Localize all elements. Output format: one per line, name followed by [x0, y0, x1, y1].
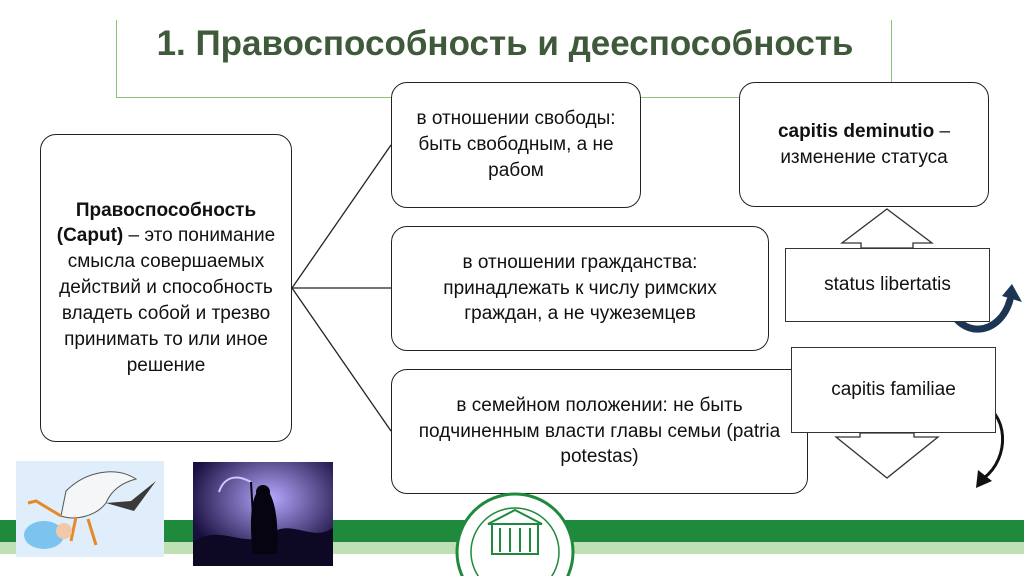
status-libertatis-text: status libertatis: [824, 274, 951, 295]
down-arrow-familiae: [834, 432, 940, 479]
connector-to-freedom: [291, 144, 392, 289]
up-arrow-libertatis: [840, 208, 934, 249]
capitis-familiae-box: capitis familiae: [791, 347, 996, 433]
slide-title: 1. Правоспособность и дееспособность: [156, 24, 854, 63]
curved-arrow-familiae-head: [976, 470, 992, 488]
status-libertatis-box: status libertatis: [785, 248, 990, 322]
freedom-box: в отношении свободы: быть свободным, а н…: [391, 82, 641, 208]
reaper-image: [193, 462, 333, 566]
legal-capacity-box: Правоспособность (Caput) – это понимание…: [40, 134, 292, 442]
legal-capacity-term: Правоспособность (Caput): [56, 199, 257, 247]
curved-arrow-libertatis-head: [1002, 284, 1022, 302]
citizenship-box: в отношении гражданства: принадлежать к …: [391, 226, 769, 351]
family-text: в семейном положении: не быть подчиненны…: [418, 394, 781, 468]
freedom-text: в отношении свободы: быть свободным, а н…: [416, 108, 616, 181]
university-seal-logo: [452, 490, 578, 581]
legal-capacity-definition: – это понимание смысла совершаемых дейст…: [59, 225, 276, 376]
capitis-deminutio-definition: – изменение статуса: [780, 120, 951, 168]
stork-image: [16, 461, 164, 557]
capitis-deminutio-term: capitis deminutio: [777, 120, 935, 142]
citizenship-text: в отношении гражданства: принадлежать к …: [443, 251, 717, 325]
connector-to-family: [291, 287, 392, 432]
family-box: в семейном положении: не быть подчиненны…: [391, 369, 808, 494]
capitis-deminutio-box: capitis deminutio – изменение статуса: [739, 82, 989, 207]
capitis-familiae-text: capitis familiae: [831, 379, 956, 400]
